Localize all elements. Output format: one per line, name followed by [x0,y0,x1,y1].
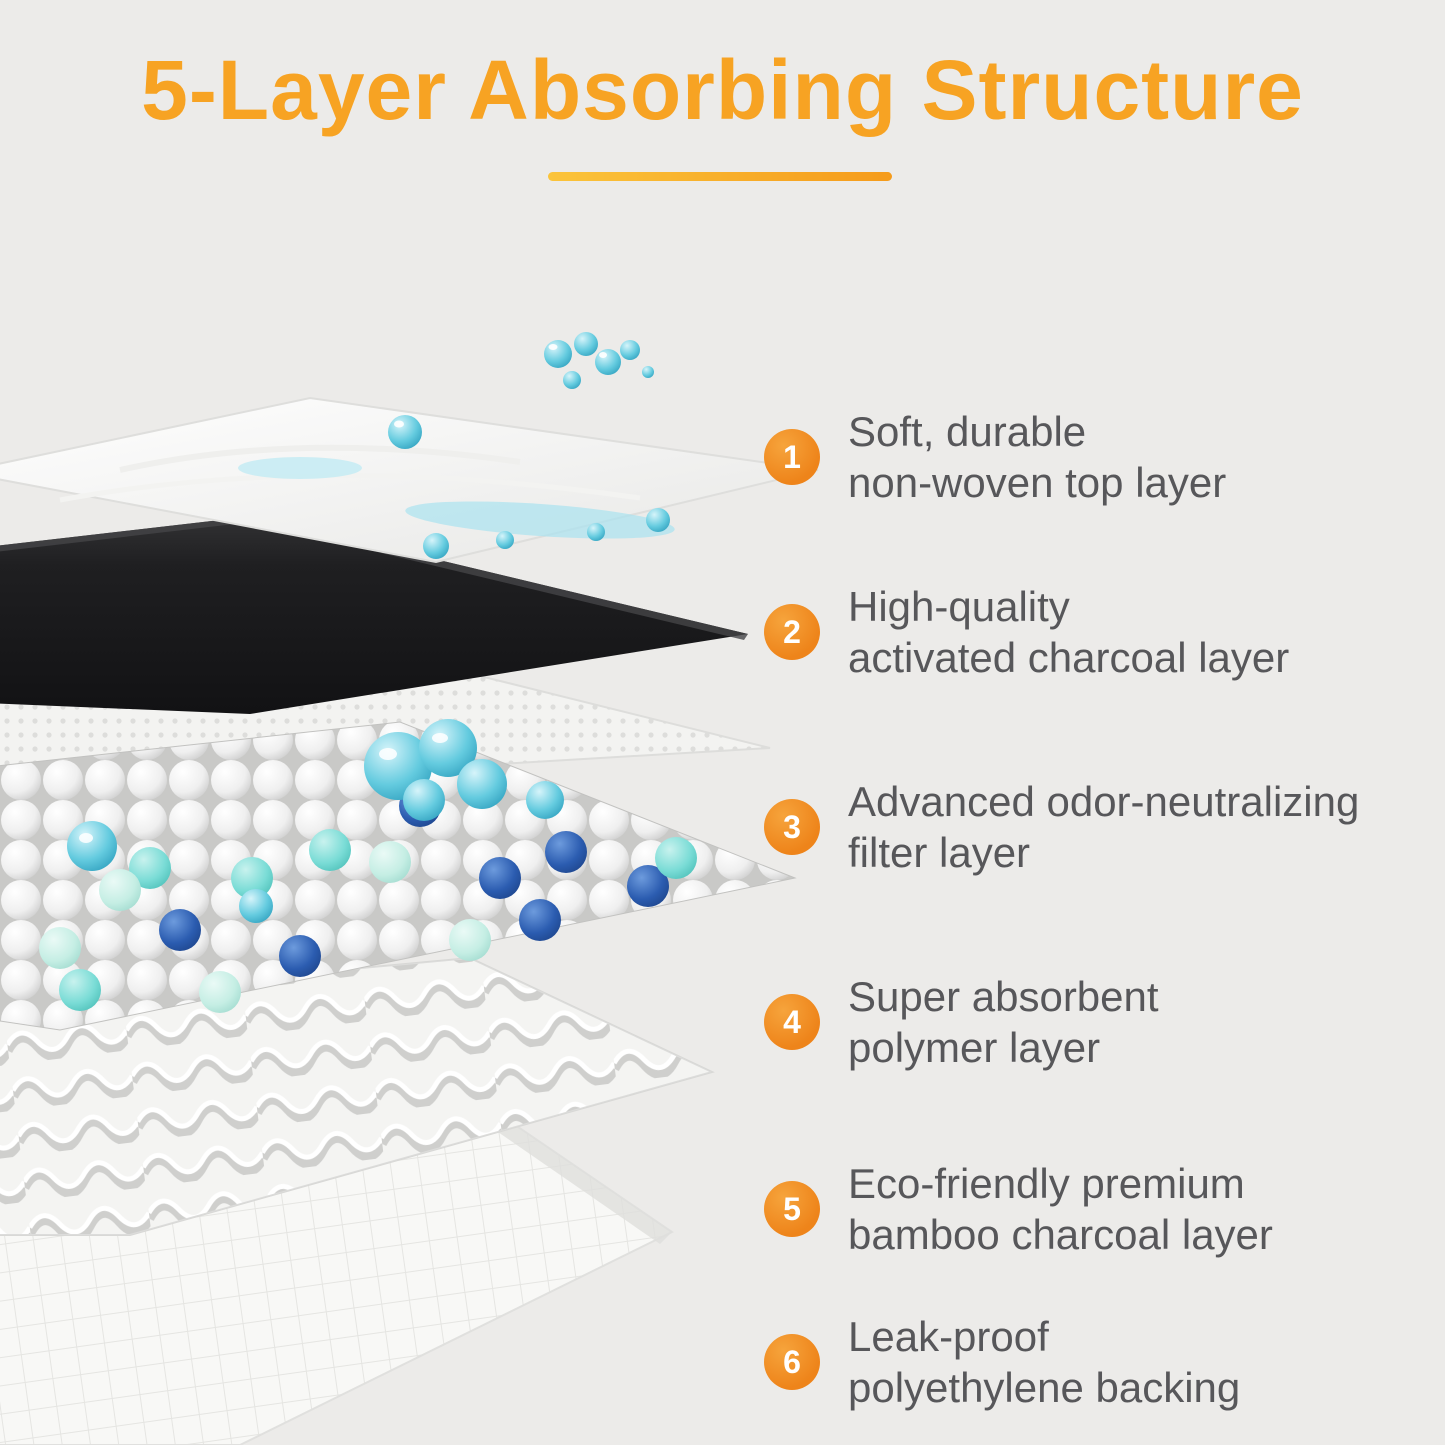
water-droplets-on-beads [67,719,564,923]
callout-4-line-2: polymer layer [848,1024,1101,1072]
falling-water-droplets [544,332,654,389]
callout-3: 3 Advanced odor-neutralizing filter laye… [764,776,1359,878]
callout-6-line-1: Leak-proof [848,1313,1049,1360]
layer-1-top-sheet [0,396,819,564]
callout-6-line-2: polyethylene backing [848,1364,1241,1412]
callout-1-number: 1 [783,438,801,475]
callout-3-number-badge: 3 [764,799,820,856]
callout-4: 4 Super absorbent polymer layer [764,971,1159,1073]
callout-1-line-1: Soft, durable [848,408,1087,455]
callout-6-number-badge: 6 [764,1334,820,1391]
callout-5-number-badge: 5 [764,1181,820,1238]
callout-3-line-1: Advanced odor-neutralizing [848,778,1360,825]
layer-4-polymer-beads [0,719,797,1031]
layer-5-corrugated-sheet [0,956,715,1236]
callout-5: 5 Eco-friendly premium bamboo charcoal l… [764,1158,1273,1260]
callout-6-label: Leak-proof polyethylene backing [848,1311,1240,1413]
callout-4-label: Super absorbent polymer layer [848,971,1159,1073]
callout-5-line-2: bamboo charcoal layer [848,1211,1273,1259]
callout-5-line-1: Eco-friendly premium [848,1160,1245,1207]
callout-2-number-badge: 2 [764,604,820,661]
callout-3-label: Advanced odor-neutralizing filter layer [848,776,1359,878]
callout-4-number-badge: 4 [764,994,820,1051]
callout-6-number: 6 [783,1343,801,1380]
callout-1-number-badge: 1 [764,429,820,486]
callout-3-line-2: filter layer [848,829,1031,877]
callout-2: 2 High-quality activated charcoal layer [764,581,1289,683]
callout-4-line-1: Super absorbent [848,973,1159,1020]
callout-3-number: 3 [783,808,801,845]
callout-1-line-2: non-woven top layer [848,459,1227,507]
callout-4-number: 4 [783,1003,801,1040]
callout-5-label: Eco-friendly premium bamboo charcoal lay… [848,1158,1273,1260]
layer-2-charcoal-sheet [0,516,748,714]
callout-1: 1 Soft, durable non-woven top layer [764,406,1226,508]
callout-2-label: High-quality activated charcoal layer [848,581,1289,683]
water-droplets-on-top-sheet [388,415,670,559]
callout-6: 6 Leak-proof polyethylene backing [764,1311,1240,1413]
callout-2-line-1: High-quality [848,583,1070,630]
callout-5-number: 5 [783,1190,801,1227]
callout-2-line-2: activated charcoal layer [848,634,1290,682]
title-underline [548,172,892,181]
callout-1-label: Soft, durable non-woven top layer [848,406,1226,508]
callout-2-number: 2 [783,613,801,650]
page-title: 5-Layer Absorbing Structure [141,43,1304,137]
